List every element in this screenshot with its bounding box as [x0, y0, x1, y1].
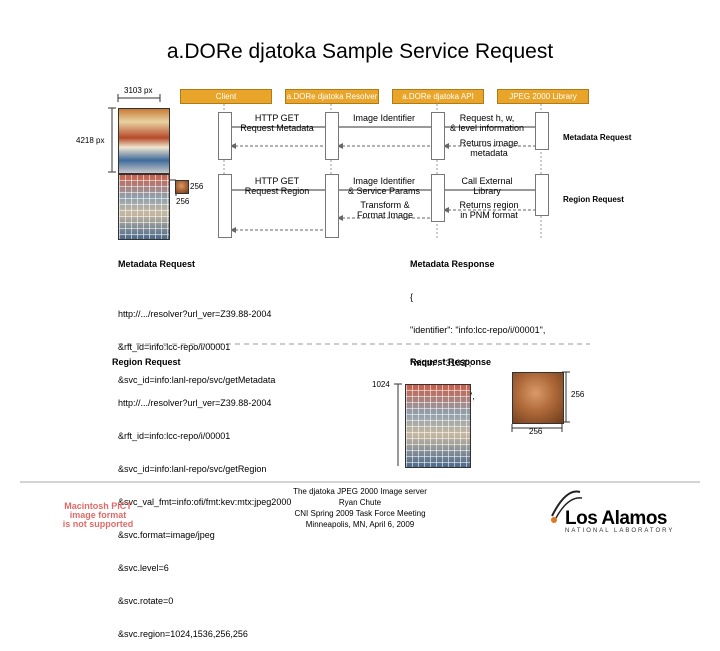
- width-dimension-label: 3103 px: [124, 86, 153, 95]
- msg-http-get-region: HTTP GET Request Region: [244, 176, 310, 196]
- region-request-line: http://.../resolver?url_ver=Z39.88-2004: [118, 398, 272, 408]
- header-library: JPEG 2000 Library: [497, 89, 589, 104]
- header-resolver: a.DORe djatoka Resolver: [285, 89, 379, 104]
- activation-resolver-1: [325, 112, 339, 160]
- side-label-metadata: Metadata Request: [563, 133, 632, 142]
- activation-api-1: [431, 112, 445, 160]
- metadata-response-line: {: [410, 292, 414, 302]
- activation-resolver-2: [325, 174, 339, 238]
- region-request-line: &svc_val_fmt=info:ofi/fmt:kev:mtx:jpeg20…: [118, 497, 292, 507]
- activation-client-2: [218, 174, 232, 238]
- response-tiled-image: [405, 384, 471, 468]
- activation-library-1: [535, 112, 549, 150]
- request-width-label: 1024: [372, 380, 390, 389]
- lanl-logo-icon: [551, 490, 583, 523]
- metadata-response-line: "identifier": "info:lcc-repo/i/00001",: [410, 325, 546, 335]
- msg-http-get-metadata: HTTP GET Request Metadata: [240, 113, 314, 133]
- page-title: a.DORe djatoka Sample Service Request: [166, 40, 554, 63]
- side-label-region: Region Request: [563, 195, 624, 204]
- region-request-line: &rft_id=info:lcc-repo/i/00001: [118, 431, 231, 441]
- msg-call-external: Call External Library: [461, 176, 513, 196]
- msg-request-hw: Request h, w, & level information: [449, 113, 525, 133]
- request-response-heading: Request Response: [410, 357, 492, 367]
- response-height-label: 256: [571, 390, 585, 399]
- mac-pict-notice: Macintosh PICT image format is not suppo…: [62, 501, 134, 529]
- region-tile-thumbnail: [175, 180, 189, 194]
- region-height-label: 256: [176, 197, 190, 206]
- header-api: a.DORe djatoka API: [392, 89, 484, 104]
- msg-image-identifier: Image Identifier: [352, 113, 416, 123]
- footer-text: The djatoka JPEG 2000 Image server Ryan …: [250, 486, 470, 530]
- metadata-request-line: &svc_id=info:lanl-repo/svc/getMetadata: [118, 375, 276, 385]
- msg-returns-metadata: Returns image metadata: [459, 138, 519, 158]
- activation-library-2: [535, 174, 549, 216]
- metadata-request-line: &rft_id=info:lcc-repo/i/00001: [118, 342, 231, 352]
- lanl-logo-subtext: NATIONAL LABORATORY: [565, 528, 675, 534]
- metadata-request-body: http://.../resolver?url_ver=Z39.88-2004 …: [118, 287, 275, 397]
- metadata-request-line: http://.../resolver?url_ver=Z39.88-2004: [118, 309, 272, 319]
- metadata-response-line: "width": "3103",: [410, 358, 472, 368]
- region-request-line: &svc_id=info:lanl-repo/svc/getRegion: [118, 464, 267, 474]
- footer-line: Ryan Chute: [338, 498, 382, 507]
- msg-image-identifier-params: Image Identifier & Service Params: [347, 176, 421, 196]
- tiled-image-thumbnail: [118, 174, 170, 240]
- footer-line: The djatoka JPEG 2000 Image server: [293, 487, 427, 496]
- response-width-label: 256: [529, 427, 543, 436]
- sequence-diagram: [20, 94, 700, 483]
- response-region-image: [512, 372, 564, 424]
- msg-transform: Transform & Format Image: [356, 200, 414, 220]
- metadata-response-heading: Metadata Response: [410, 259, 495, 269]
- footer-line: Minneapolis, MN, April 6, 2009: [305, 520, 415, 529]
- metadata-request-heading: Metadata Request: [118, 259, 196, 269]
- region-request-heading: Region Request: [112, 357, 181, 367]
- region-request-line: &svc.format=image/jpeg: [118, 530, 215, 540]
- height-dimension-label: 4218 px: [76, 136, 105, 145]
- full-image-thumbnail: [118, 108, 170, 174]
- footer-line: CNI Spring 2009 Task Force Meeting: [294, 509, 426, 518]
- msg-returns-region: Returns region in PNM format: [459, 200, 519, 220]
- activation-client-1: [218, 112, 232, 160]
- region-width-label: 256: [190, 182, 204, 191]
- region-request-line: &svc.level=6: [118, 563, 169, 573]
- activation-api-2: [431, 174, 445, 222]
- region-request-line: &svc.rotate=0: [118, 596, 174, 606]
- region-request-line: &svc.region=1024,1536,256,256: [118, 629, 248, 639]
- lanl-logo-text: Los Alamos: [565, 508, 668, 529]
- header-client: Client: [180, 89, 272, 104]
